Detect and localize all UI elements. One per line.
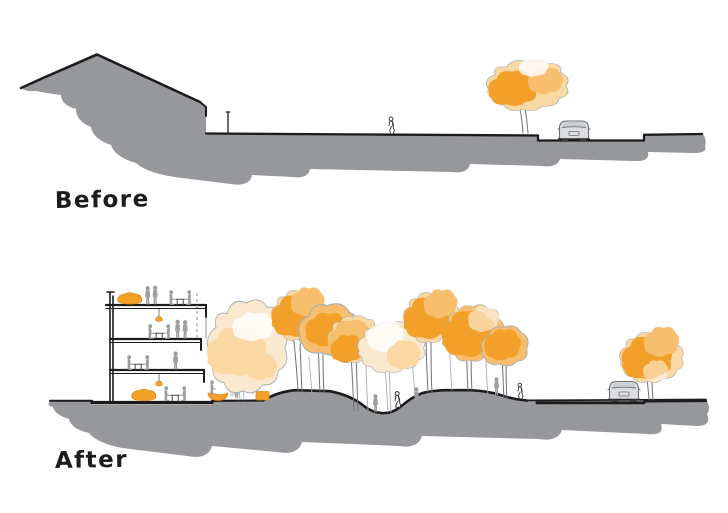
tree	[403, 289, 460, 393]
tree	[619, 326, 684, 401]
orange-bowl-bench	[207, 392, 229, 401]
second-floor-interior	[126, 351, 179, 371]
orange-roof-couch	[117, 292, 143, 305]
after-label: After	[55, 447, 129, 474]
before-building-outline	[19, 53, 207, 117]
before-street-line	[204, 132, 704, 142]
orange-box-bench	[255, 391, 270, 401]
tree	[206, 299, 288, 401]
pedestrian-figure	[388, 116, 395, 134]
parked-car-icon	[606, 380, 642, 403]
tree	[481, 325, 529, 399]
tree	[327, 315, 380, 412]
before-section: Before	[19, 53, 706, 214]
before-label: Before	[55, 186, 150, 214]
before-ground-mass	[22, 55, 706, 185]
pendant-lamp	[155, 308, 163, 322]
roof-terrace	[117, 285, 192, 306]
building-structure	[104, 291, 208, 402]
tree	[271, 287, 328, 392]
tree	[298, 303, 359, 393]
third-floor-interior	[147, 308, 188, 340]
after-building-section	[104, 285, 208, 402]
before-street-tree	[486, 57, 569, 134]
orange-ground-couch	[131, 388, 157, 401]
tree	[357, 321, 426, 413]
tree	[441, 304, 505, 391]
after-section: After	[48, 285, 709, 474]
pendant-lamp	[155, 373, 163, 387]
tree-grove	[206, 287, 684, 413]
ground-floor-interior	[131, 373, 187, 402]
street-pole	[225, 111, 231, 134]
after-ground-mass	[48, 390, 709, 457]
parked-car-icon	[556, 120, 592, 142]
